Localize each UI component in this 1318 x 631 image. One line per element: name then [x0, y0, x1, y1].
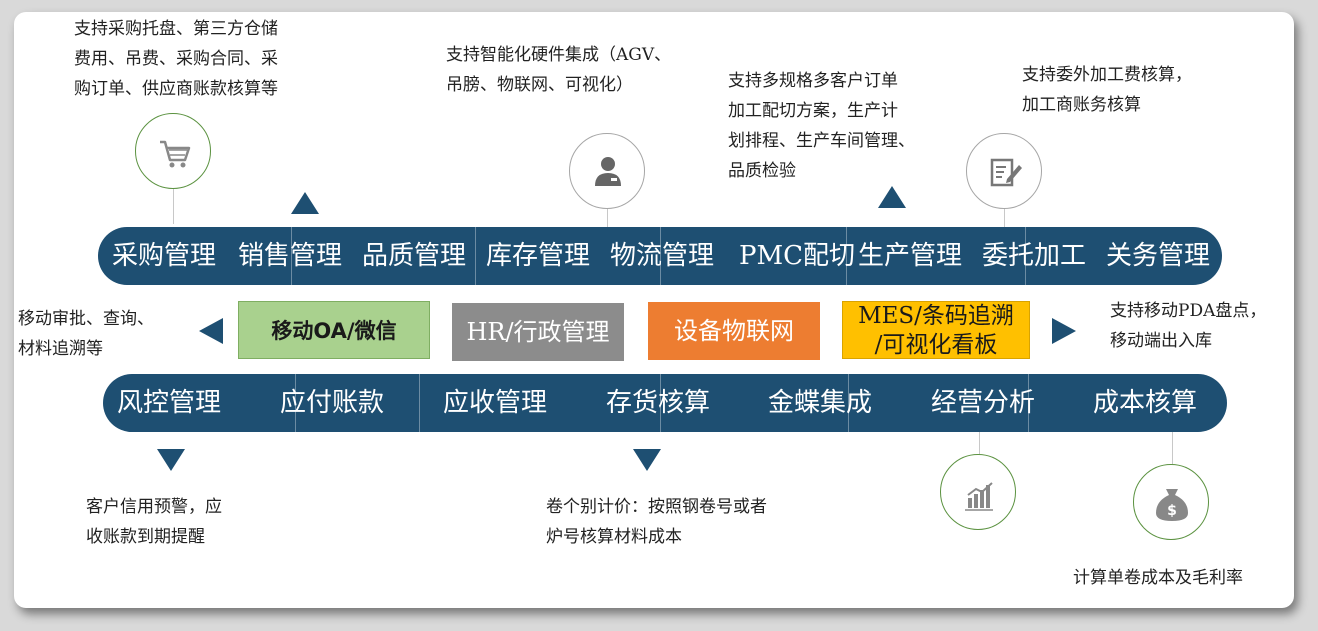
- box-mes[interactable]: MES/条码追溯 /可视化看板: [842, 301, 1030, 359]
- edit-icon: [966, 133, 1042, 209]
- band-separator: [419, 374, 420, 432]
- module-inventory[interactable]: 库存管理: [486, 241, 591, 271]
- box-mobile-oa[interactable]: 移动OA/微信: [238, 301, 430, 359]
- note-credit: 客户信用预警，应 收账款到期提醒: [86, 497, 222, 547]
- connector-line: [1172, 432, 1173, 464]
- down-arrow-icon: [157, 449, 185, 471]
- svg-text:$: $: [1167, 503, 1177, 519]
- bar-chart-icon: [940, 454, 1016, 530]
- module-receivables[interactable]: 应收管理: [443, 388, 548, 418]
- band-separator: [1025, 227, 1026, 285]
- module-customs[interactable]: 关务管理: [1106, 241, 1211, 271]
- band-separator: [291, 227, 292, 285]
- module-payables[interactable]: 应付账款: [280, 388, 385, 418]
- band-separator: [295, 374, 296, 432]
- module-kingdee[interactable]: 金蝶集成: [768, 388, 873, 418]
- band-separator: [846, 227, 847, 285]
- bottom-module-band: 风控管理 应付账款 应收管理 存货核算 金蝶集成 经营分析 成本核算: [103, 374, 1227, 432]
- box-equipment-iot[interactable]: 设备物联网: [648, 302, 820, 360]
- up-arrow-icon: [878, 186, 906, 208]
- up-arrow-icon: [291, 192, 319, 214]
- module-purchase[interactable]: 采购管理: [112, 241, 217, 271]
- module-cost[interactable]: 成本核算: [1093, 388, 1198, 418]
- band-separator: [660, 227, 661, 285]
- down-arrow-icon: [633, 449, 661, 471]
- band-separator: [475, 227, 476, 285]
- module-sales[interactable]: 销售管理: [238, 241, 343, 271]
- module-analysis[interactable]: 经营分析: [931, 388, 1036, 418]
- module-pmc[interactable]: PMC配切: [739, 241, 856, 271]
- module-stock-accounting[interactable]: 存货核算: [606, 388, 711, 418]
- note-coil-pricing: 卷个别计价：按照钢卷号或者 炉号核算材料成本: [546, 497, 767, 547]
- note-purchase: 支持采购托盘、第三方仓储 费用、吊费、采购合同、采 购订单、供应商账款核算等: [74, 19, 278, 99]
- connector-line: [979, 432, 980, 454]
- module-quality[interactable]: 品质管理: [362, 241, 467, 271]
- note-production: 支持多规格多客户订单 加工配切方案，生产计 划排程、生产车间管理、 品质检验: [728, 71, 915, 181]
- band-separator: [848, 374, 849, 432]
- module-logistics[interactable]: 物流管理: [610, 241, 715, 271]
- connector-line: [1004, 208, 1005, 228]
- money-bag-icon: $: [1133, 464, 1209, 540]
- module-outsource[interactable]: 委托加工: [982, 241, 1087, 271]
- left-arrow-icon: [199, 318, 223, 344]
- connector-line: [173, 188, 174, 224]
- right-arrow-icon: [1052, 318, 1076, 344]
- top-module-band: 采购管理 销售管理 品质管理 库存管理 物流管理 PMC配切 生产管理 委托加工…: [98, 227, 1222, 285]
- box-hr-admin[interactable]: HR/行政管理: [452, 303, 624, 361]
- note-mobile-approval: 移动审批、查询、 材料追溯等: [18, 309, 154, 359]
- module-production[interactable]: 生产管理: [858, 241, 963, 271]
- note-iot: 支持智能化硬件集成（AGV、 吊膀、物联网、可视化）: [446, 45, 672, 95]
- cart-icon: [135, 113, 211, 189]
- band-separator: [1028, 374, 1029, 432]
- module-risk[interactable]: 风控管理: [117, 388, 222, 418]
- band-separator: [660, 374, 661, 432]
- note-mobile-pda: 支持移动PDA盘点， 移动端出入库: [1110, 301, 1267, 351]
- note-unit-cost: 计算单卷成本及毛利率: [1073, 568, 1243, 588]
- note-outsource: 支持委外加工费核算， 加工商账务核算: [1022, 65, 1192, 115]
- person-icon: [569, 133, 645, 209]
